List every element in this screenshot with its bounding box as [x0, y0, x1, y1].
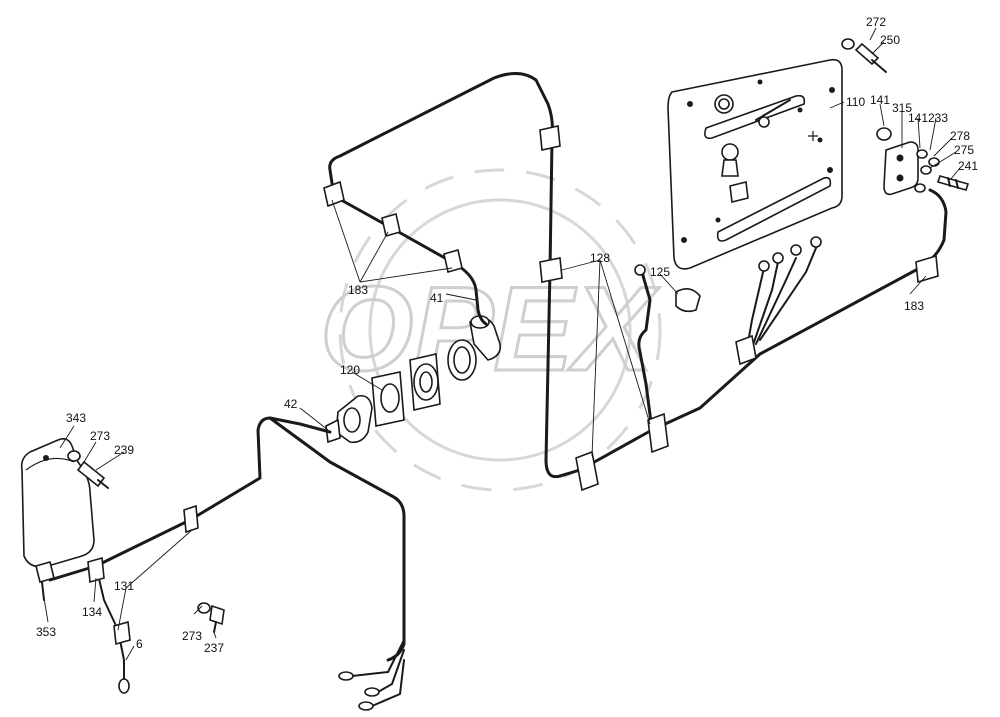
callout-239: 239	[114, 443, 134, 457]
callout-110: 110	[846, 95, 865, 109]
callout-141-b: 141	[908, 111, 928, 125]
callout-128: 128	[590, 251, 610, 265]
callout-125: 125	[650, 265, 670, 279]
callout-183-left: 183	[348, 283, 368, 297]
leader-lines	[43, 27, 961, 661]
connector-assembly	[325, 315, 502, 444]
callout-labels: 272 250 110 141 315 141 233 278 275 241 …	[36, 15, 978, 655]
clamp-183-b	[381, 212, 401, 238]
clamp-131	[183, 504, 199, 534]
panel-plate	[667, 58, 843, 270]
panel-lead-4	[759, 247, 817, 341]
clamp-183-right	[915, 254, 939, 284]
callout-272: 272	[866, 15, 886, 29]
callout-278: 278	[950, 129, 970, 143]
callout-134: 134	[82, 605, 102, 619]
clamp-lower-b	[647, 412, 669, 454]
callout-233: 233	[928, 111, 948, 125]
clamp-183-c	[443, 248, 463, 274]
panel-lead-3	[755, 257, 797, 345]
ring-terminal	[790, 244, 802, 256]
panel-lead-2	[751, 261, 779, 349]
callout-315: 315	[892, 101, 912, 115]
callout-141: 141	[870, 93, 890, 107]
left-harness-branch	[268, 416, 406, 662]
end-lead-a	[351, 639, 405, 677]
clamp-lower-a	[575, 450, 599, 492]
callout-241: 241	[958, 159, 978, 173]
bolt-237	[197, 602, 225, 633]
ring-terminal	[772, 252, 784, 264]
bolt-239	[67, 450, 109, 489]
lower-harness-branch	[637, 270, 654, 432]
callout-273: 273	[90, 429, 110, 443]
clamp-131-b	[113, 620, 131, 646]
end-lead-c	[371, 659, 405, 707]
terminal-block	[876, 127, 970, 196]
callout-6: 6	[136, 637, 143, 651]
clamp-mid	[539, 257, 563, 283]
callout-353: 353	[36, 625, 56, 639]
callout-42: 42	[284, 397, 298, 411]
clamp-183-a	[323, 180, 345, 208]
callout-250: 250	[880, 33, 900, 47]
ring-terminal	[810, 236, 822, 248]
upper-loop-harness	[328, 72, 582, 479]
callout-237: 237	[204, 641, 224, 655]
ring-terminal	[758, 260, 770, 272]
clamp-134	[87, 556, 105, 584]
clamp-upper	[539, 125, 561, 151]
end-lead-b	[377, 649, 405, 693]
callout-131: 131	[114, 579, 134, 593]
regulator-device	[20, 438, 95, 601]
callout-343: 343	[66, 411, 86, 425]
grommet-125	[675, 288, 701, 313]
ring-terminal	[634, 264, 646, 276]
callout-120: 120	[340, 363, 360, 377]
callout-183-right: 183	[904, 299, 924, 313]
callout-41: 41	[430, 291, 444, 305]
clamp-lower-c	[735, 334, 757, 366]
callout-275: 275	[954, 143, 974, 157]
callout-273-b: 273	[182, 629, 202, 643]
